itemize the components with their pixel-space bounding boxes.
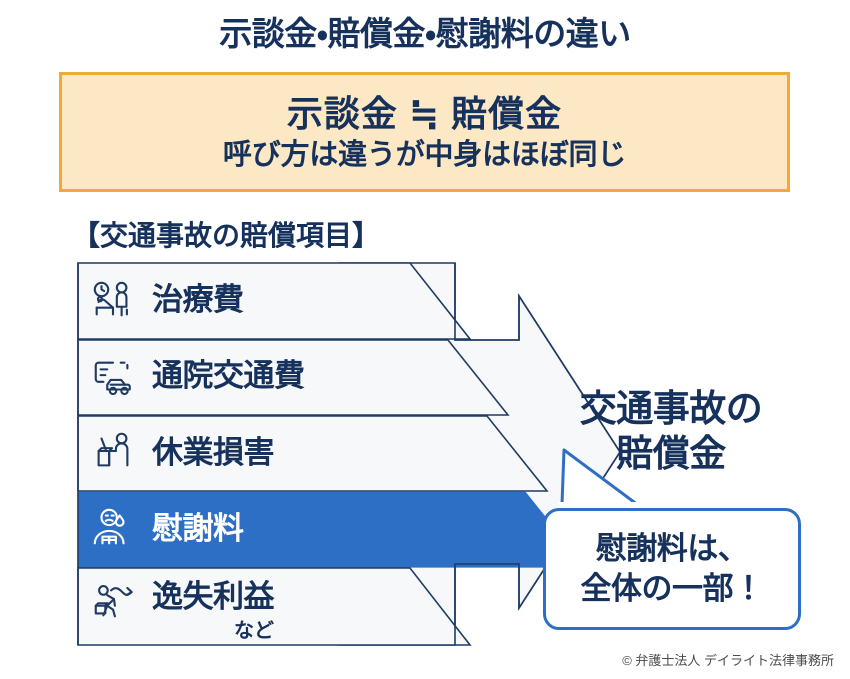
row-shape-1: [77, 262, 472, 340]
equation-line: 示談金 ≒ 賠償金: [286, 92, 563, 134]
row-label-1-text: 治療費: [152, 282, 244, 317]
page-title: 示談金・賠償金・慰謝料の違い: [219, 15, 631, 52]
row-label-3-text: 休業損害: [152, 435, 275, 470]
callout-tail: [556, 448, 676, 518]
row-label-5: 逸失利益 など: [152, 579, 275, 648]
result-line-2: 賠償金: [616, 433, 726, 474]
section-heading: 【交通事故の賠償項目】: [72, 220, 381, 251]
result-text: 交通事故の 賠償金: [546, 386, 796, 476]
row-label-5-suffix: など: [234, 620, 274, 642]
walking-person-arrow-icon: [90, 577, 136, 623]
row-label-4-text: 慰謝料: [152, 511, 244, 546]
patient-bed-clock-icon: [90, 278, 136, 324]
footer-credit: © 弁護士法人 デイライト法律事務所: [622, 653, 834, 668]
callout-bubble: 慰謝料は、 全体の一部！: [543, 508, 801, 630]
row-label-2: 通院交通費: [152, 359, 305, 393]
row-label-2-text: 通院交通費: [152, 358, 305, 393]
callout-line-2: 全体の一部！: [580, 571, 765, 606]
hospital-car-icon: [90, 355, 136, 401]
result-line-1: 交通事故の: [579, 388, 763, 429]
row-label-1: 治療費: [152, 283, 244, 317]
row-label-3: 休業損害: [152, 435, 275, 470]
row-label-4: 慰謝料: [152, 512, 244, 546]
callout-line-1: 慰謝料は、: [595, 531, 749, 566]
equation-banner: 示談金 ≒ 賠償金 呼び方は違うが中身はほぼ同じ: [59, 72, 790, 192]
sad-person-tear-icon: [90, 505, 136, 551]
equation-subtitle: 呼び方は違うが中身はほぼ同じ: [222, 138, 627, 171]
row-shape-5: [77, 567, 472, 646]
person-at-desk-icon: [90, 428, 136, 474]
row-shape-3: [77, 415, 549, 492]
row-label-5-text: 逸失利益: [152, 579, 275, 614]
